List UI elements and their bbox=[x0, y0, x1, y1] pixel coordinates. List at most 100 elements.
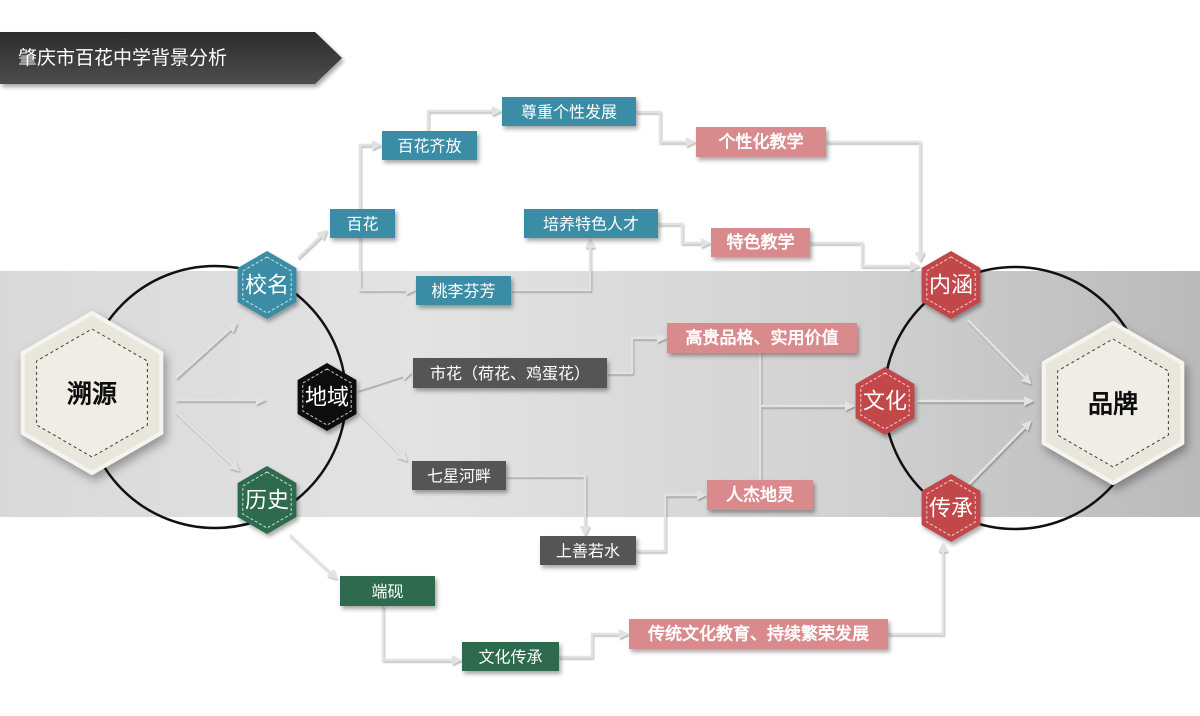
hex-culture-shape bbox=[855, 367, 915, 435]
box-peiyang-tese: 培养特色人才 bbox=[524, 209, 658, 238]
hex-history-shape bbox=[237, 466, 297, 534]
box-taoli-fenfang: 桃李芬芳 bbox=[416, 276, 511, 305]
hex-region: 地域 bbox=[297, 363, 357, 431]
box-baihua-bg bbox=[330, 209, 395, 238]
box-shangshan-ruoshui: 上善若水 bbox=[540, 536, 636, 565]
title-banner-shape bbox=[0, 32, 342, 84]
gray-band bbox=[0, 271, 1200, 517]
box-peiyang-tese-label: 培养特色人才 bbox=[543, 215, 639, 234]
connector-qifang-to-zunzhong bbox=[426, 106, 502, 131]
box-taoli-fenfang-bg bbox=[416, 276, 511, 305]
hex-connotation-label: 内涵 bbox=[929, 274, 973, 299]
box-renjie-diling: 人杰地灵 bbox=[707, 480, 813, 510]
hex-heritage-shape bbox=[921, 474, 981, 542]
box-taoli-fenfang-label: 桃李芬芳 bbox=[431, 282, 495, 301]
hex-heritage: 传承 bbox=[921, 474, 981, 542]
connector-traditional-to-heritage bbox=[888, 542, 948, 636]
connector-region-to-qixing bbox=[356, 409, 408, 462]
title-banner: 肇庆市百花中学背景分析 bbox=[0, 32, 342, 84]
box-renjie-diling-label: 人杰地灵 bbox=[726, 485, 795, 506]
hex-region-label: 地域 bbox=[305, 386, 349, 411]
box-peiyang-tese-bg bbox=[524, 209, 658, 238]
box-zunzhong-gexing-label: 尊重个性发展 bbox=[521, 103, 617, 122]
box-tese-jiaoxue-label: 特色教学 bbox=[727, 232, 795, 253]
box-qixing-hepan-label: 七星河畔 bbox=[427, 467, 491, 486]
connector-shangshan-to-renjie bbox=[636, 490, 707, 553]
box-traditional-education-label: 传统文化教育、持续繁荣发展 bbox=[647, 624, 869, 645]
hex-connotation: 内涵 bbox=[921, 251, 981, 319]
connector-source-to-school-name bbox=[175, 322, 238, 379]
box-baihua-qifang-label: 百花齐放 bbox=[397, 137, 461, 156]
box-culture-inheritance-bg bbox=[462, 642, 559, 671]
box-qixing-hepan-bg bbox=[412, 461, 506, 490]
box-noble-character: 高贵品格、实用价值 bbox=[667, 323, 857, 353]
box-baihua-qifang-bg bbox=[382, 131, 477, 160]
connector-tese-to-connotation bbox=[810, 241, 920, 271]
box-culture-inheritance-label: 文化传承 bbox=[478, 648, 542, 667]
connector-baihua-to-qifang bbox=[358, 140, 382, 212]
hex-heritage-inner bbox=[926, 479, 976, 537]
connector-qixing-to-shangshan bbox=[506, 474, 590, 536]
connector-duanyan-to-inheritance bbox=[381, 606, 462, 665]
hex-culture: 文化 bbox=[855, 367, 915, 435]
box-tese-jiaoxue: 特色教学 bbox=[711, 228, 810, 257]
connector-zunzhong-to-gexinghua bbox=[636, 110, 696, 147]
hub-source-label: 溯源 bbox=[67, 380, 117, 409]
box-zunzhong-gexing-bg bbox=[502, 97, 636, 126]
box-culture-inheritance: 文化传承 bbox=[462, 642, 559, 671]
box-city-flower: 市花（荷花、鸡蛋花） bbox=[413, 358, 607, 388]
box-gexinghua-jiaoxue-label: 个性化教学 bbox=[718, 132, 804, 153]
box-shangshan-ruoshui-label: 上善若水 bbox=[556, 542, 620, 561]
hex-school-name: 校名 bbox=[237, 251, 297, 319]
box-duanyan-bg bbox=[340, 576, 435, 606]
connector-history-to-duanyan bbox=[289, 534, 338, 580]
connector-source-to-history bbox=[175, 411, 240, 472]
box-city-flower-label: 市花（荷花、鸡蛋花） bbox=[430, 364, 590, 383]
box-zunzhong-gexing: 尊重个性发展 bbox=[502, 97, 636, 126]
box-duanyan: 端砚 bbox=[340, 576, 435, 606]
hex-school-name-shape bbox=[237, 251, 297, 319]
connectors bbox=[175, 106, 1034, 665]
connector-school-name-to-baihua bbox=[297, 229, 328, 259]
connector-city-flower-to-noble bbox=[607, 333, 667, 375]
hub-brand: 品牌 bbox=[1041, 321, 1185, 485]
connector-inheritance-to-traditional bbox=[559, 629, 629, 659]
hex-history-label: 历史 bbox=[245, 489, 289, 514]
hub-brand-label: 品牌 bbox=[1088, 390, 1138, 419]
box-noble-character-label: 高贵品格、实用价值 bbox=[686, 328, 839, 349]
hex-history: 历史 bbox=[237, 466, 297, 534]
hub-source-inner bbox=[36, 328, 148, 458]
box-city-flower-bg bbox=[413, 358, 607, 388]
hex-history-inner bbox=[242, 471, 292, 529]
hex-connotation-inner bbox=[926, 256, 976, 314]
box-baihua: 百花 bbox=[330, 209, 395, 238]
connector-peiyang-to-tese bbox=[658, 222, 711, 248]
box-qixing-hepan: 七星河畔 bbox=[412, 461, 506, 490]
hex-culture-inner bbox=[860, 372, 910, 430]
box-traditional-education-bg bbox=[629, 619, 888, 649]
box-gexinghua-jiaoxue-bg bbox=[696, 127, 826, 157]
connector-region-to-city-flower bbox=[356, 370, 412, 392]
box-shangshan-ruoshui-bg bbox=[540, 536, 636, 565]
box-duanyan-label: 端砚 bbox=[371, 582, 403, 601]
connector-gexinghua-to-connotation bbox=[826, 140, 925, 262]
box-noble-character-bg bbox=[667, 323, 857, 353]
box-baihua-label: 百花 bbox=[346, 215, 378, 234]
connector-baihua-to-taoli bbox=[358, 236, 416, 295]
box-traditional-education: 传统文化教育、持续繁荣发展 bbox=[629, 619, 888, 649]
box-gexinghua-jiaoxue: 个性化教学 bbox=[696, 127, 826, 157]
hex-school-name-label: 校名 bbox=[245, 274, 289, 299]
hub-source: 溯源 bbox=[20, 311, 164, 475]
hex-culture-label: 文化 bbox=[863, 390, 907, 415]
hex-heritage-label: 传承 bbox=[929, 497, 973, 522]
hex-connotation-shape bbox=[921, 251, 981, 319]
box-tese-jiaoxue-bg bbox=[711, 228, 810, 257]
page-title: 肇庆市百花中学背景分析 bbox=[18, 47, 227, 69]
connector-taoli-to-peiyang bbox=[511, 238, 595, 292]
hex-region-inner bbox=[302, 368, 352, 426]
box-renjie-diling-bg bbox=[707, 480, 813, 510]
connector-heritage-to-brand bbox=[967, 420, 1032, 486]
box-baihua-qifang: 百花齐放 bbox=[382, 131, 477, 160]
hub-brand-inner bbox=[1057, 338, 1169, 468]
